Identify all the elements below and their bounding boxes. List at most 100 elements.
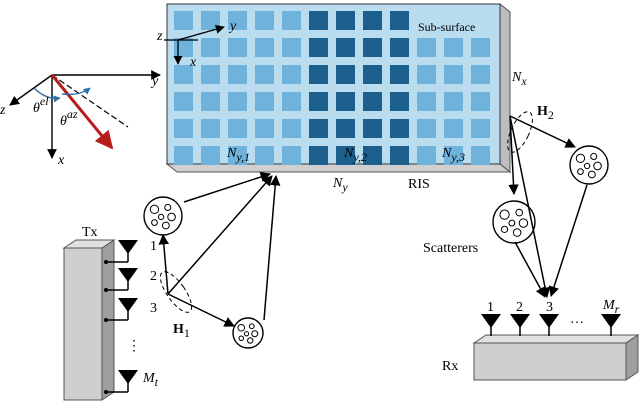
ris-element [174, 65, 193, 84]
tx-array: Tx 1 2 3 ⋮ Mt [62, 225, 159, 401]
rx-box-side [625, 334, 639, 381]
ris-element [282, 146, 301, 165]
rx-antenna-icon [481, 314, 501, 336]
ris-element [228, 146, 247, 165]
ris-element [309, 11, 328, 30]
ris-element [390, 146, 409, 165]
ris-element [309, 65, 328, 84]
ris-element [471, 38, 490, 57]
scatterers-label: Scatterers [423, 241, 478, 256]
rx-box-front [473, 342, 627, 381]
rx-label: Rx [442, 359, 458, 374]
ris-element [336, 119, 355, 138]
ris-element [390, 92, 409, 111]
ris-panel: Sub-surface z y x Ny,1 Ny,2 Ny,3 Nx Ny R… [156, 2, 527, 194]
rx-antenna-label-3: 3 [546, 300, 553, 315]
path-ris-to-scatterer-c [509, 115, 576, 148]
ris-axis-x: x [189, 55, 197, 70]
ris-element [228, 119, 247, 138]
ris-element [282, 119, 301, 138]
ris-element [309, 119, 328, 138]
rx-antenna-icon [510, 314, 530, 336]
channel-beams [159, 111, 533, 313]
ris-element [417, 38, 436, 57]
ris-element [201, 119, 220, 138]
ris-element [309, 92, 328, 111]
ris-axis-y: y [228, 19, 237, 34]
ris-element [363, 11, 382, 30]
rx-array: Rx 1 2 3 ··· Mr [442, 298, 640, 381]
ris-sub-surface-label: Sub-surface [418, 20, 475, 34]
tx-antenna-icon [118, 240, 138, 262]
rx-antenna-icon [601, 314, 621, 336]
ris-element [255, 92, 274, 111]
ris-element [255, 38, 274, 57]
ris-element [255, 11, 274, 30]
propagation-paths [158, 115, 588, 327]
tx-antenna-icon [118, 268, 138, 290]
ris-element [444, 92, 463, 111]
path-ris-to-rx [509, 115, 551, 299]
ris-element [282, 92, 301, 111]
axis-z-label: z [0, 103, 6, 118]
ris-bottom-face [165, 163, 512, 173]
ris-element-grid [174, 11, 490, 165]
ris-element [390, 11, 409, 30]
tx-antennas [104, 240, 138, 394]
tx-antenna-label-1: 1 [150, 239, 157, 254]
h2-beam-ellipse [507, 111, 533, 153]
scatterers [143, 145, 609, 349]
ris-element [417, 119, 436, 138]
ris-element [201, 38, 220, 57]
tx-antenna-label-2: 2 [150, 269, 157, 284]
ris-element [282, 65, 301, 84]
ris-element [363, 92, 382, 111]
ris-element [255, 65, 274, 84]
ris-element [174, 38, 193, 57]
tx-dots: ⋮ [127, 339, 141, 354]
ris-element [201, 65, 220, 84]
tx-antenna-icon [118, 370, 138, 392]
theta-az-arc [61, 87, 91, 96]
ris-nx-label: Nx [511, 70, 527, 88]
ris-element [282, 11, 301, 30]
axis-y-label: y [150, 74, 159, 89]
theta-el-arc [33, 87, 61, 103]
ris-element [174, 119, 193, 138]
tx-antenna-label-3: 3 [150, 301, 157, 316]
ris-ny1-label: Ny,1 [226, 146, 250, 164]
scatterer-icon [232, 317, 264, 349]
ris-ny2-label: Ny,2 [343, 146, 367, 164]
ris-element [201, 146, 220, 165]
ris-element [444, 146, 463, 165]
theta-az-label: θaz [60, 107, 78, 129]
h2-label: H2 [537, 104, 554, 122]
path-tx-to-scatterer-b [167, 293, 235, 327]
ris-element [363, 146, 382, 165]
rx-antenna-label-last: Mr [602, 298, 620, 316]
ris-element [444, 65, 463, 84]
path-scatterer-a-to-ris [183, 171, 271, 203]
ris-element [282, 38, 301, 57]
ris-ny-label: Ny [332, 176, 348, 194]
angle-coordinate-system: y z x θel θaz [0, 70, 161, 168]
ris-element [201, 92, 220, 111]
tx-label: Tx [82, 225, 98, 240]
scatterer-icon [143, 196, 183, 236]
ris-element [255, 119, 274, 138]
ris-side-face [499, 2, 511, 174]
ris-element [174, 92, 193, 111]
ris-element [471, 92, 490, 111]
ris-element [255, 146, 274, 165]
ris-element [309, 146, 328, 165]
ris-local-axes: z y x [156, 19, 237, 70]
rx-antenna-icon [539, 314, 559, 336]
path-scatterer-d-to-rx [514, 241, 546, 298]
h1-beam-ellipse [159, 271, 193, 313]
ris-element [390, 65, 409, 84]
ris-element [363, 119, 382, 138]
h1-label: H1 [173, 322, 190, 340]
ris-element [228, 38, 247, 57]
rx-dots: ··· [570, 316, 584, 331]
